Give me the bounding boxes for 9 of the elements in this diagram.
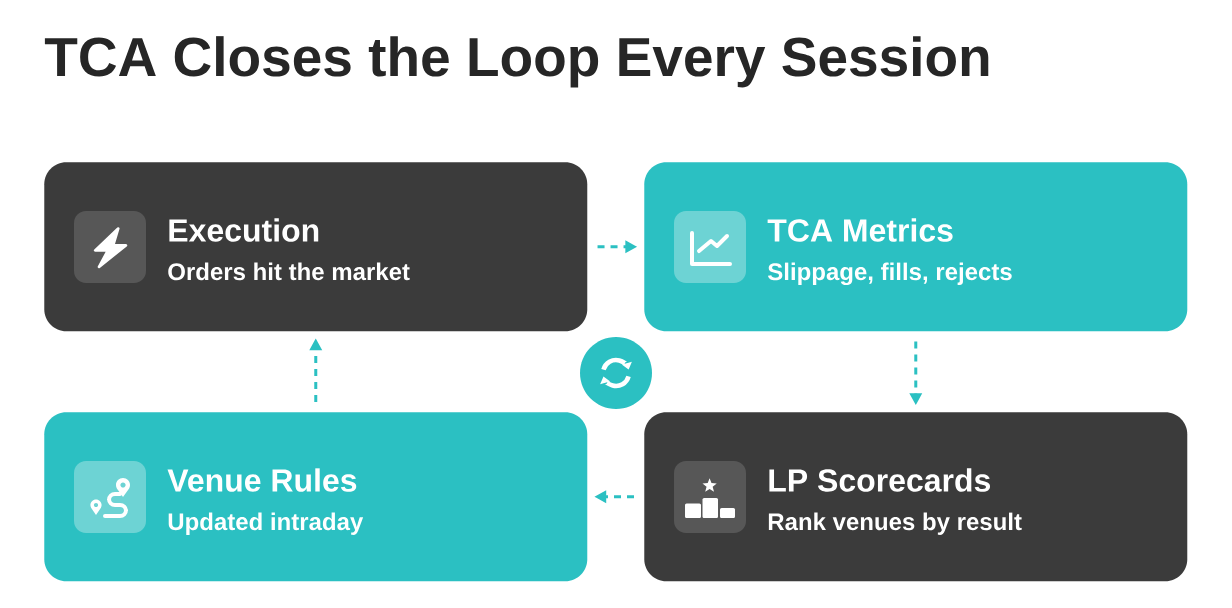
- step-title: TCA Metrics: [767, 218, 953, 242]
- step-description: Slippage, fills, rejects: [767, 262, 1012, 286]
- step-title: Venue Rules: [167, 468, 357, 492]
- title: TCA Closes the Loop Every Session: [44, 36, 989, 88]
- step-title: LP Scorecards: [769, 468, 990, 492]
- step-title: Execution: [169, 218, 319, 242]
- step-description: Updated intraday: [168, 512, 364, 535]
- step-description: Rank venues by result: [768, 512, 1022, 535]
- step-description: Orders hit the market: [168, 262, 410, 281]
